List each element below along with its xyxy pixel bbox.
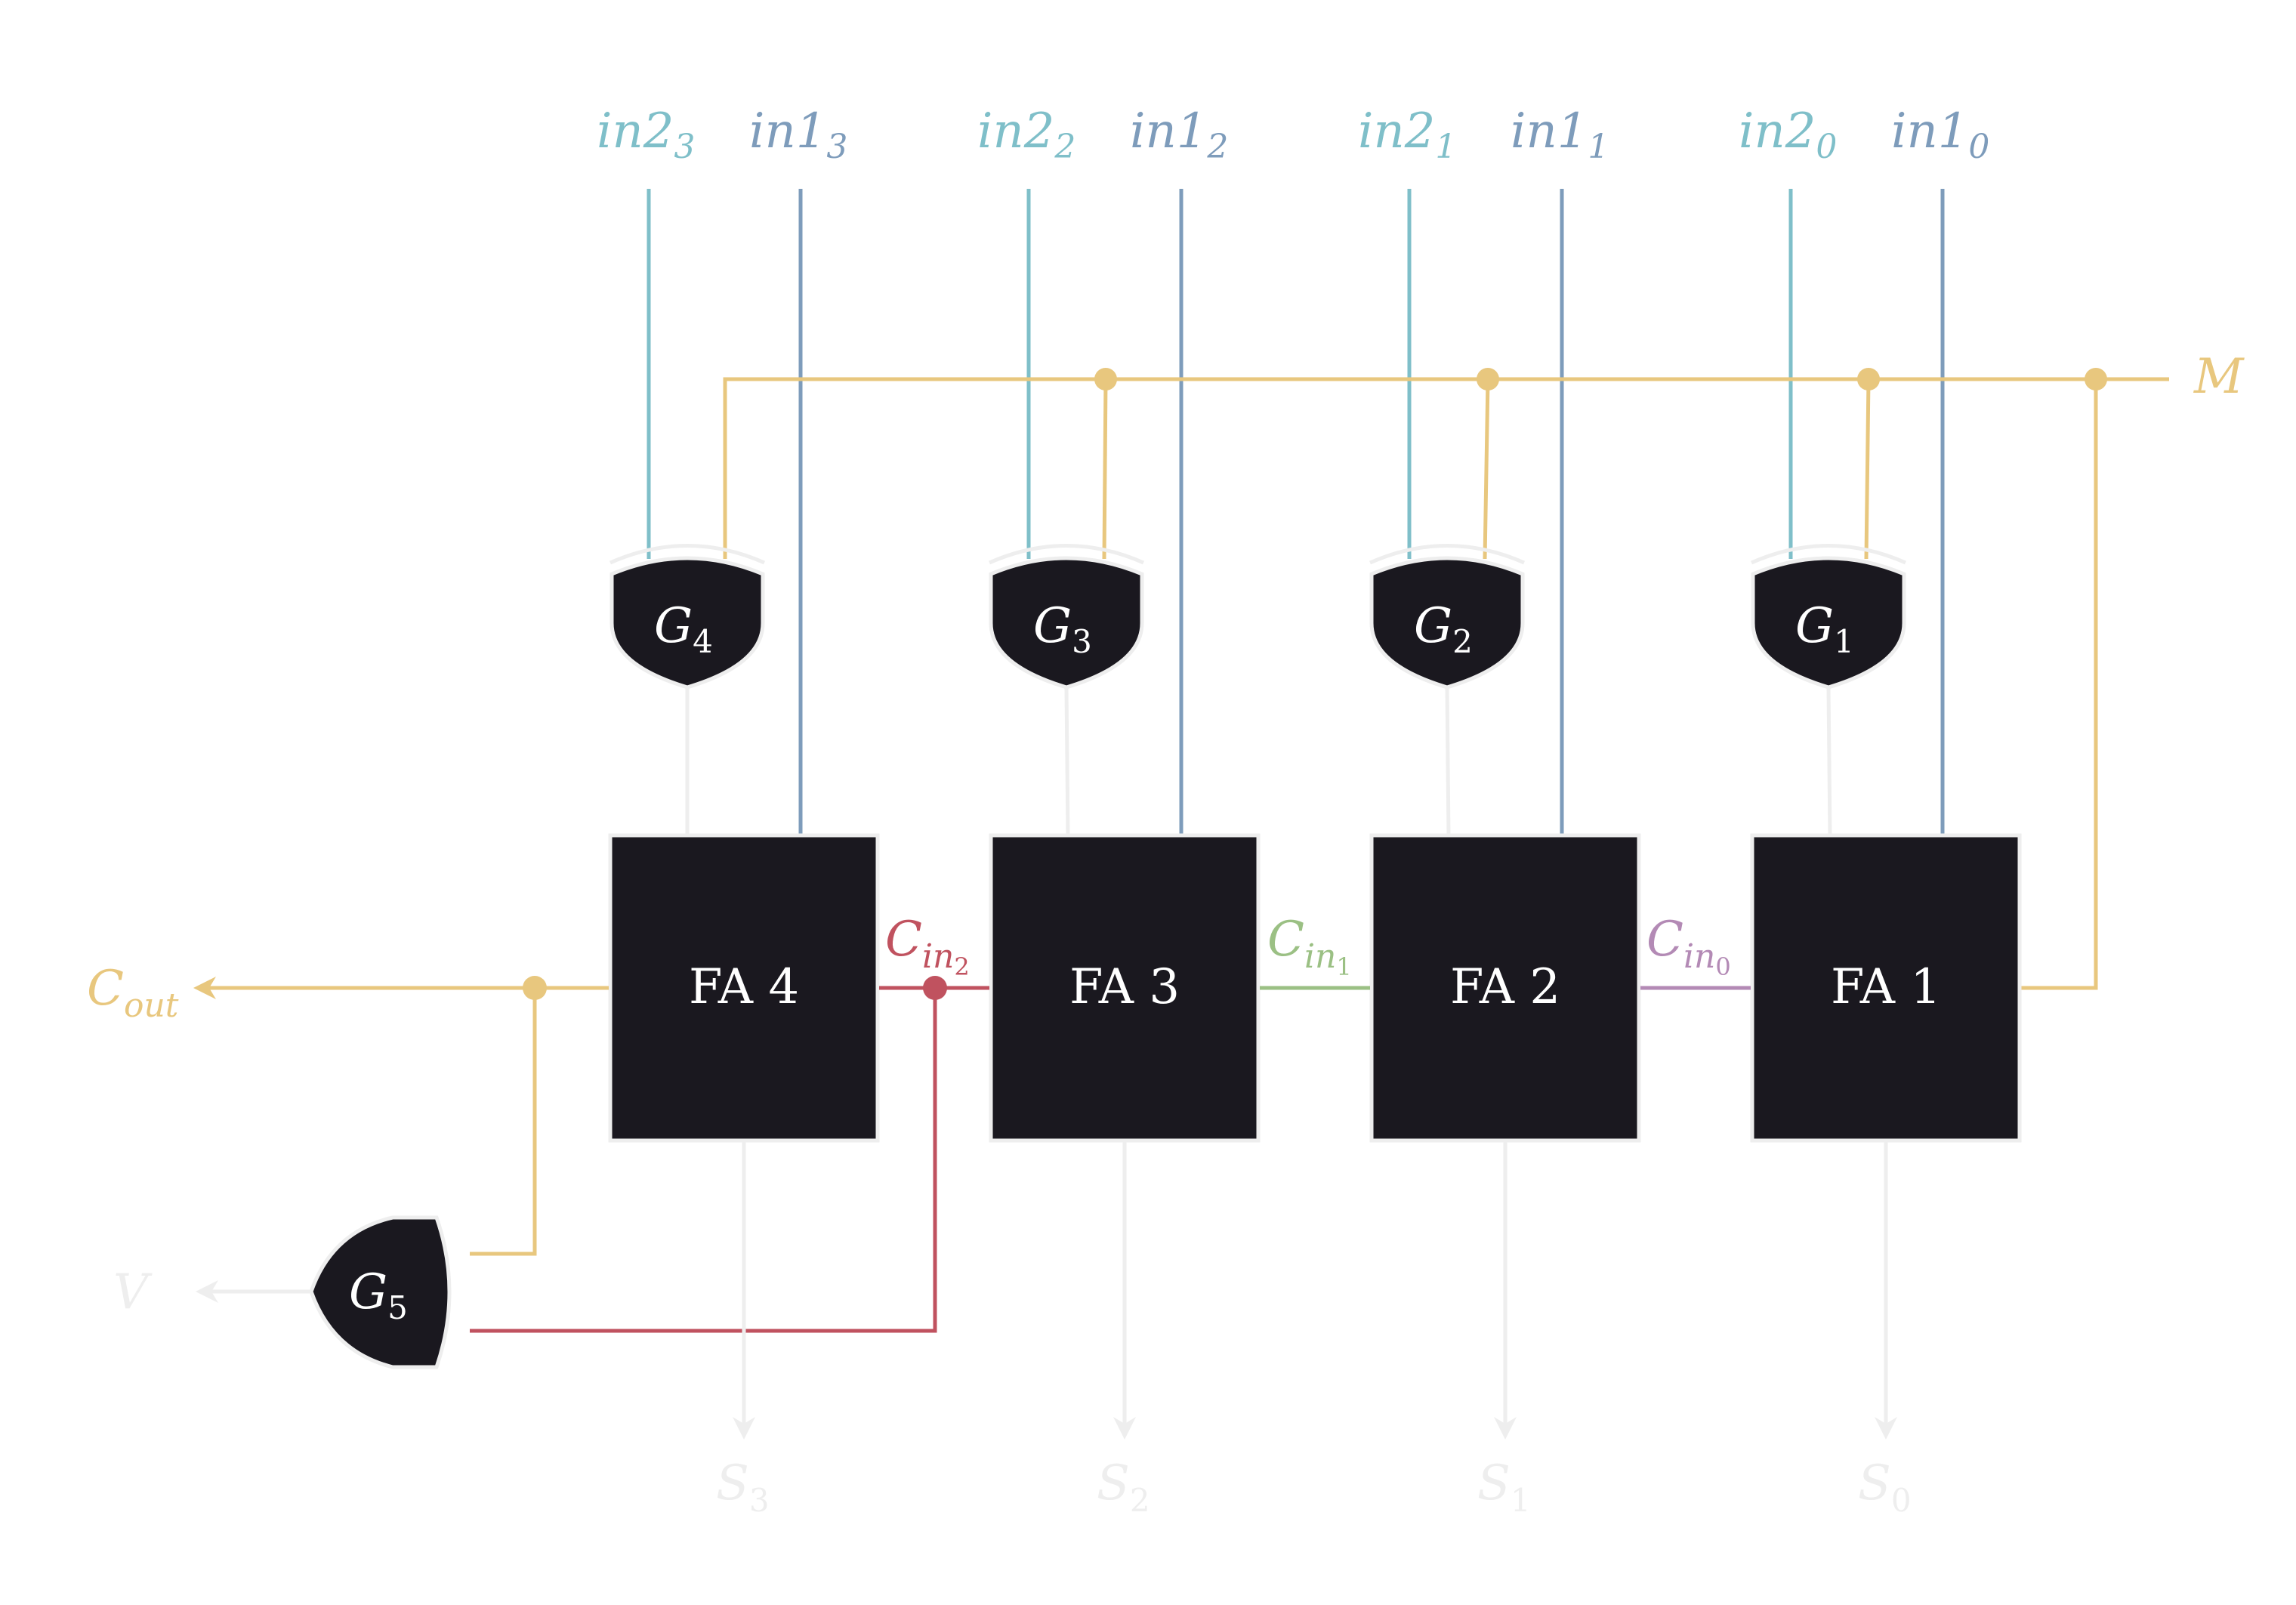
fa2-block: FA 2 xyxy=(1369,833,1641,1143)
overflow-label: V xyxy=(113,1264,153,1320)
cin2-label: Cin2 xyxy=(885,912,970,981)
mode-bus xyxy=(723,377,2169,559)
cout-junction-dot xyxy=(523,976,547,1000)
fa4-block: FA 4 xyxy=(608,833,880,1143)
mode-to-fa1-cin xyxy=(2018,379,2098,990)
xor-gate-body xyxy=(1751,556,1906,690)
cin1-label: Cin1 xyxy=(1267,912,1352,981)
in2-3-label: in23 xyxy=(597,103,695,166)
xor-gate-body xyxy=(609,556,765,690)
cout-to-g5-wire xyxy=(470,988,537,1256)
gate-label: G1 xyxy=(1795,598,1854,660)
in1-1-label: in11 xyxy=(1511,103,1609,166)
mode-tap-g2 xyxy=(1483,378,1490,560)
xor-gate-body xyxy=(309,1215,452,1369)
mode-junction-dot xyxy=(2085,368,2107,390)
cin2-to-g5-wire xyxy=(470,988,937,1333)
fa1-label: FA 1 xyxy=(1831,959,1941,1015)
s1-label: S1 xyxy=(1477,1455,1531,1519)
gate-label: G3 xyxy=(1033,598,1092,660)
mode-tap-g3 xyxy=(1102,378,1108,560)
mode-junction-dot xyxy=(1857,368,1880,390)
s0-label: S0 xyxy=(1858,1455,1912,1519)
xor-gate-body xyxy=(989,556,1144,690)
cin2-junction-dot xyxy=(923,976,947,1000)
xor-gate-input-arc xyxy=(988,544,1145,565)
cout-label: Cout xyxy=(87,961,179,1025)
mode-junctions xyxy=(1094,368,2107,390)
gate-label: G4 xyxy=(654,598,713,660)
mode-junction-dot xyxy=(1094,368,1117,390)
xor-output-wires xyxy=(685,687,1832,838)
xor-gate-input-arc xyxy=(609,544,766,565)
s2-label: S2 xyxy=(1097,1455,1150,1519)
xor-gate-g3: G3 xyxy=(988,544,1145,690)
fa3-label: FA 3 xyxy=(1069,959,1180,1015)
xor-gate-g1: G1 xyxy=(1750,544,1907,690)
gate-label: G2 xyxy=(1414,598,1473,660)
in2-0-label: in20 xyxy=(1739,103,1837,166)
sum-output-wires xyxy=(733,1142,1897,1440)
xor-gate-input-arc xyxy=(1750,544,1907,565)
gate-label: G5 xyxy=(349,1264,408,1326)
xor-gate-g2: G2 xyxy=(1369,544,1526,690)
mode-label: M xyxy=(2193,349,2245,405)
cin0-label: Cin0 xyxy=(1646,912,1731,981)
in2-1-label: in21 xyxy=(1358,103,1456,166)
in1-wires xyxy=(798,189,1945,837)
mode-tap-g1 xyxy=(1864,378,1871,560)
xor-gate-g4: G4 xyxy=(609,544,766,690)
mode-wires xyxy=(723,377,2169,990)
fa3-block: FA 3 xyxy=(989,833,1261,1143)
input-labels: in23 in13 in22 in12 in21 in11 in20 in10 xyxy=(597,103,1989,166)
fa4-label: FA 4 xyxy=(689,959,799,1015)
mode-junction-dot xyxy=(1477,368,1499,390)
in1-3-label: in13 xyxy=(749,103,847,166)
fa1-block: FA 1 xyxy=(1750,833,2022,1143)
xor-gate-body xyxy=(1369,556,1525,690)
in1-0-label: in10 xyxy=(1891,103,1989,166)
in1-2-label: in12 xyxy=(1130,103,1228,166)
xor-gate-input-arc xyxy=(1369,544,1526,565)
fa2-label: FA 2 xyxy=(1450,959,1560,1015)
xor-gate-g5: G5 xyxy=(309,1215,452,1369)
in2-2-label: in22 xyxy=(977,103,1075,166)
s3-label: S3 xyxy=(716,1455,770,1519)
in2-wires xyxy=(647,189,1793,559)
